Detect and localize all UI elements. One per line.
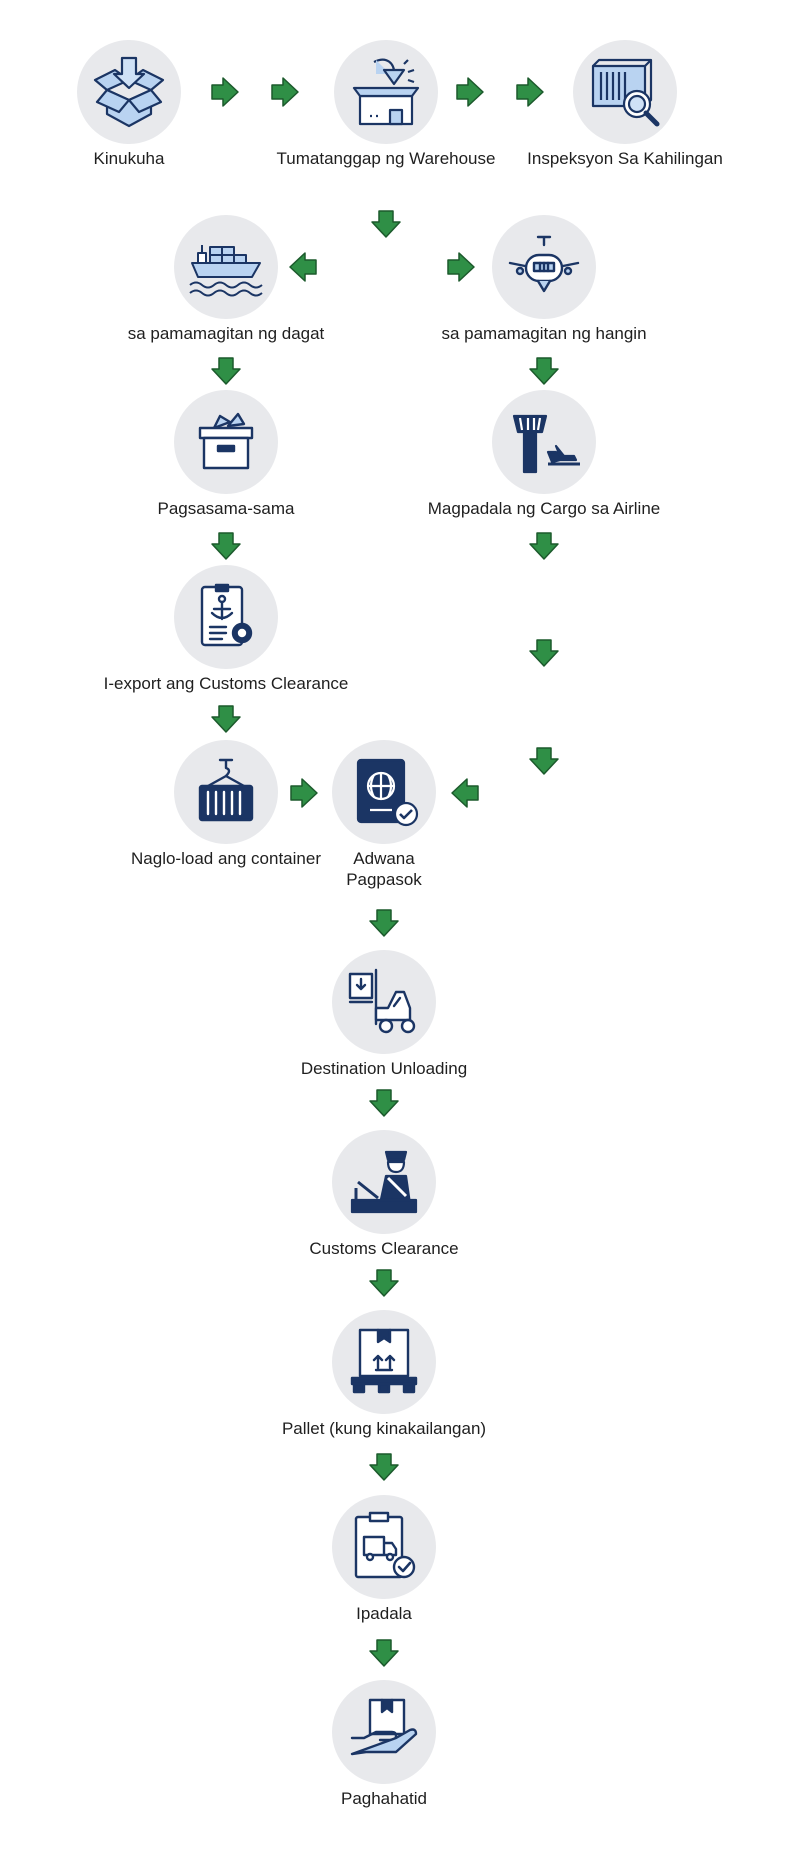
node-label: Destination Unloading: [300, 1059, 468, 1078]
node-label: Kinukuha: [93, 149, 165, 168]
flow-arrow-down: [369, 1639, 399, 1667]
flow-arrow-right: [447, 252, 475, 282]
airplane-icon: [508, 235, 580, 293]
node-label: Ipadala: [356, 1604, 412, 1623]
flow-arrow-down: [369, 1269, 399, 1297]
pallet-box-icon: [350, 1328, 418, 1394]
flow-arrow-down: [211, 357, 241, 385]
hand-package-icon: [350, 1698, 418, 1756]
flow-arrow-down: [211, 532, 241, 560]
node-label: Naglo-load ang container: [131, 849, 321, 868]
container-inspection-icon: [591, 58, 660, 127]
cargo-ship-icon: [189, 245, 263, 297]
node-label: Paghahatid: [340, 1789, 428, 1808]
node-label: Inspeksyon Sa Kahilingan: [527, 149, 723, 168]
flow-arrow-right: [456, 77, 484, 107]
node-label: Magpadala ng Cargo sa Airline: [427, 499, 661, 518]
flow-arrow-down: [211, 705, 241, 733]
flow-arrow-down: [371, 210, 401, 238]
node-label: Adwana Pagpasok: [346, 849, 422, 889]
hoisted-container-icon: [198, 758, 254, 822]
warehouse-receive-icon: [352, 58, 420, 126]
node-label: sa pamamagitan ng hangin: [441, 324, 647, 343]
open-box-icon: [93, 56, 165, 128]
flow-arrow-down: [529, 747, 559, 775]
truck-clipboard-icon: [354, 1511, 416, 1579]
flow-arrow-right: [290, 778, 318, 808]
flow-arrow-down: [369, 1089, 399, 1117]
flow-arrow-right: [211, 77, 239, 107]
node-label: sa pamamagitan ng dagat: [127, 324, 325, 343]
node-label: I-export ang Customs Clearance: [103, 674, 349, 693]
export-document-icon: [200, 583, 253, 647]
flow-arrow-down: [529, 357, 559, 385]
passport-icon: [356, 758, 419, 827]
flow-arrow-down: [369, 1453, 399, 1481]
flow-arrow-down: [529, 532, 559, 560]
node-label: Pallet (kung kinakailangan): [281, 1419, 487, 1438]
node-label: Customs Clearance: [309, 1239, 459, 1258]
crate-icon: [198, 412, 254, 470]
flow-arrow-right: [516, 77, 544, 107]
flow-arrow-right: [271, 77, 299, 107]
node-label: Pagsasama-sama: [157, 499, 295, 518]
customs-officer-icon: [350, 1150, 418, 1214]
flow-arrow-left: [289, 252, 317, 282]
flow-arrow-down: [369, 909, 399, 937]
control-tower-icon: [512, 414, 580, 474]
flow-arrow-down: [529, 639, 559, 667]
node-label: Tumatanggap ng Warehouse: [276, 149, 496, 168]
flow-arrow-left: [451, 778, 479, 808]
forklift-icon: [348, 968, 416, 1034]
